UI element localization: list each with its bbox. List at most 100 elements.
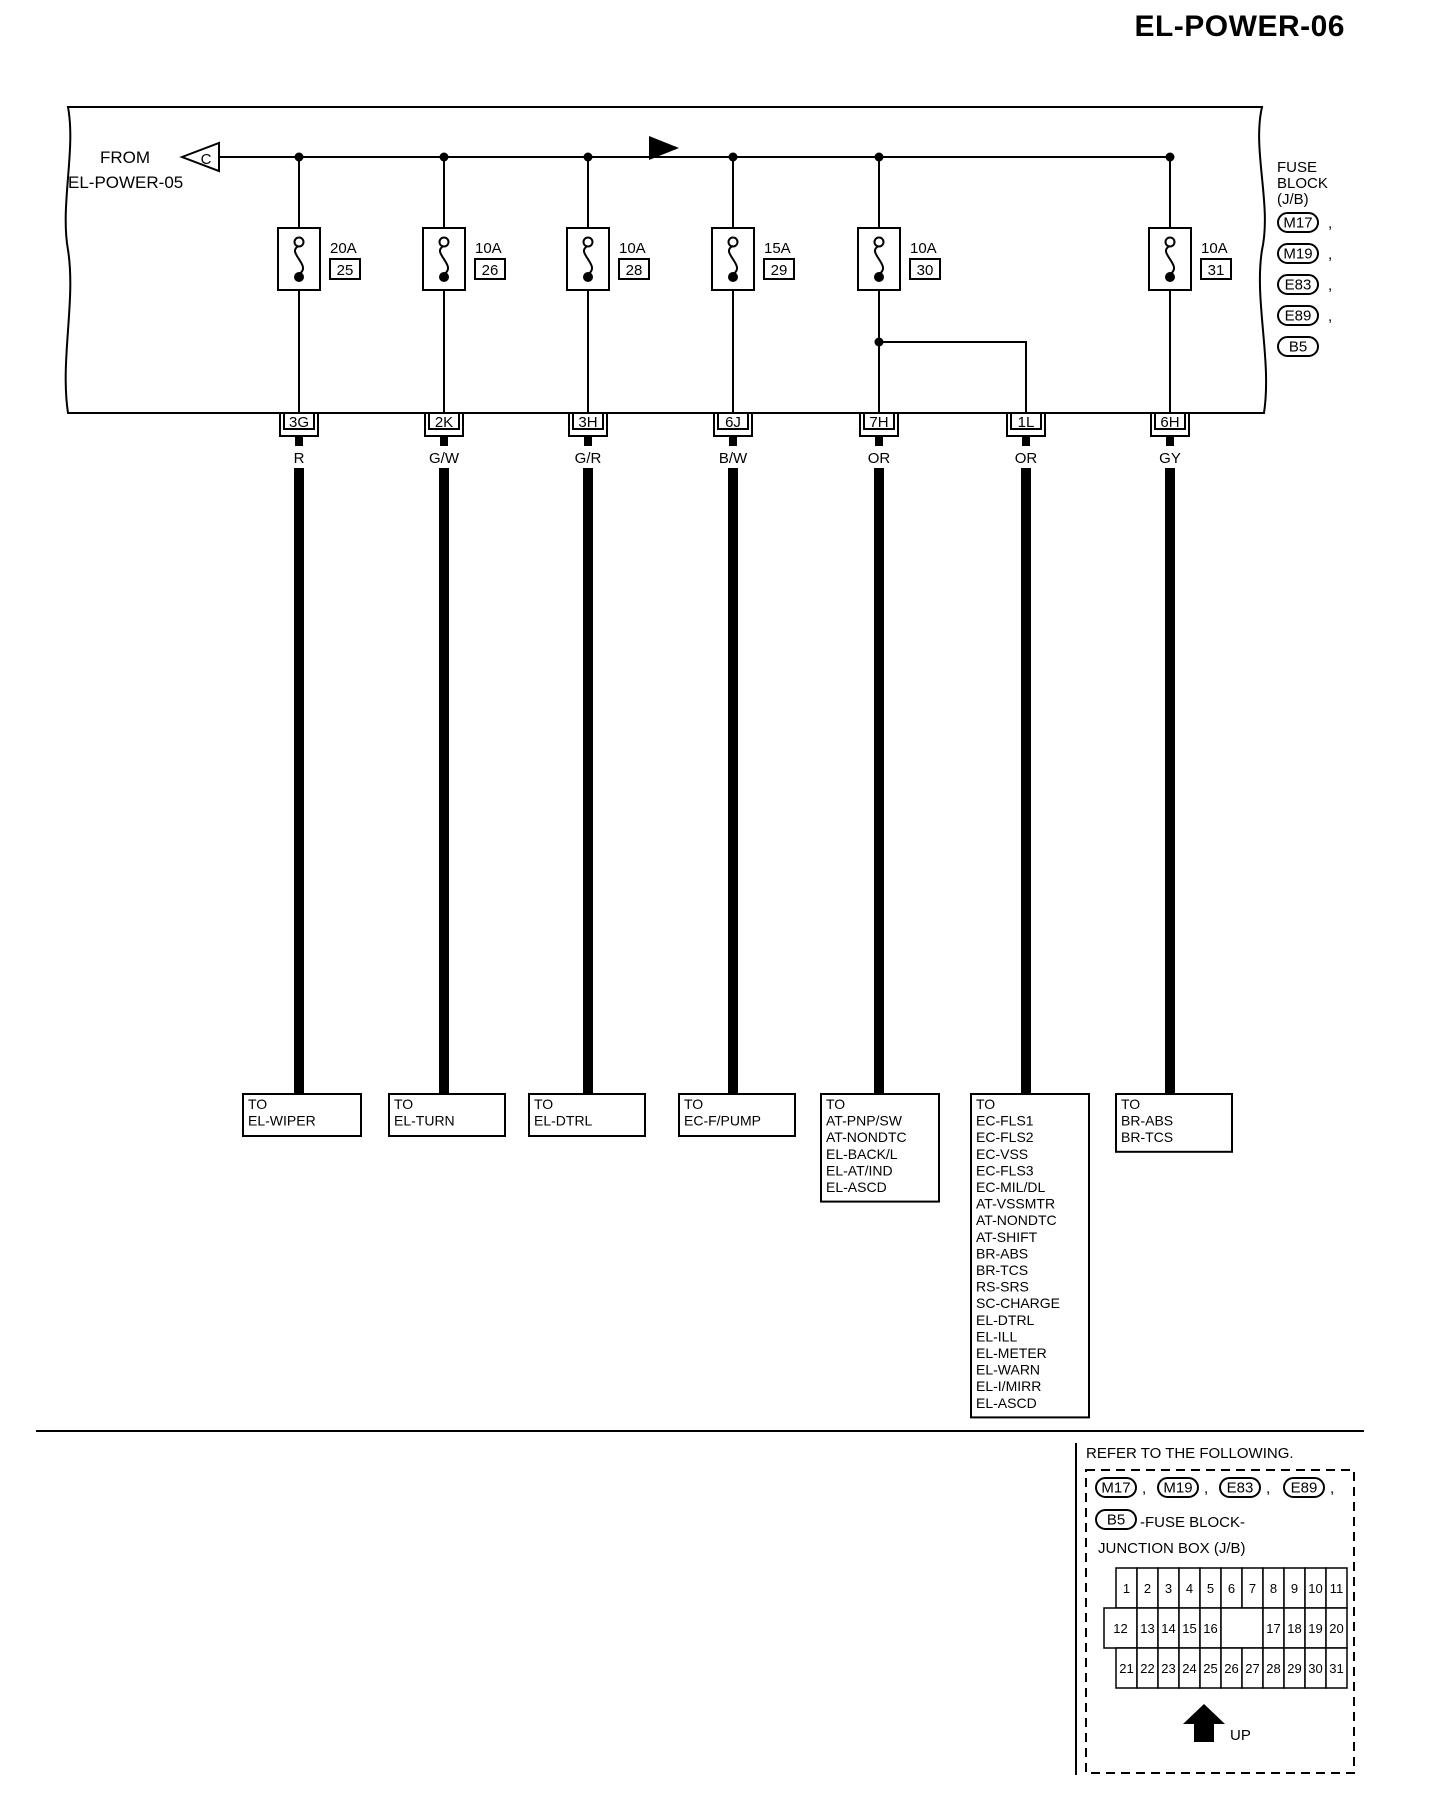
grid-cell-number: 11 [1330,1581,1344,1596]
connector-separator: , [1266,1480,1270,1497]
wire-color: R [294,450,305,467]
grid-cell-8: 8 [1262,1567,1285,1609]
grid-cell-2: 2 [1136,1567,1159,1609]
grid-cell-number: 21 [1119,1661,1133,1676]
wire-color: OR [868,450,891,467]
grid-cell-30: 30 [1304,1647,1327,1689]
destinations-group: TOEL-WIPERTOEL-TURNTOEL-DTRLTOEC-F/PUMPT… [242,1093,1233,1419]
destination-link[interactable]: AT-NONDTC [976,1212,1057,1228]
reference-connector-b5: B5 [1095,1509,1137,1530]
grid-cell-28: 28 [1262,1647,1285,1689]
fuse-element-icon [293,236,305,248]
grid-cell-number: 1 [1123,1581,1130,1596]
destination-link[interactable]: EL-ASCD [826,1179,887,1195]
grid-cell-number: 28 [1266,1661,1280,1676]
destination-link[interactable]: BR-ABS [1121,1113,1173,1129]
destination-link[interactable]: EC-VSS [976,1146,1028,1162]
reference-description-2: JUNCTION BOX (J/B) [1098,1540,1246,1557]
fuse-block-connectors: M17,M19,E83,E89,B5 [1277,212,1332,357]
destination-link[interactable]: EL-ILL [976,1328,1017,1344]
fuse-number: 26 [482,262,499,279]
grid-cell-6: 6 [1220,1567,1243,1609]
destination-link[interactable]: EC-FLS3 [976,1162,1034,1178]
destination-link[interactable]: BR-TCS [976,1262,1028,1278]
destination-link[interactable]: AT-NONDTC [826,1129,907,1145]
destination-link[interactable]: BR-TCS [1121,1129,1173,1145]
grid-cell-number: 18 [1287,1621,1301,1636]
reference-connector-e89-text: E89 [1291,1480,1318,1497]
fuse-block-label: FUSE BLOCK (J/B) [1277,159,1328,208]
grid-cell-7: 7 [1241,1567,1264,1609]
destination-link[interactable]: EL-WIPER [248,1113,316,1129]
grid-cell-9: 9 [1283,1567,1306,1609]
connector-separator: , [1142,1480,1146,1497]
destination-link[interactable]: EL-ASCD [976,1395,1037,1411]
destination-link[interactable]: AT-SHIFT [976,1229,1038,1245]
grid-cell-number: 30 [1308,1661,1322,1676]
from-page-link[interactable]: EL-POWER-05 [68,173,183,192]
grid-cell-number: 19 [1308,1621,1322,1636]
destination-link[interactable]: EC-F/PUMP [684,1113,761,1129]
fuse-element-icon [1164,236,1176,248]
fuse-number: 30 [917,262,934,279]
destination-link[interactable]: EC-FLS2 [976,1129,1034,1145]
grid-cell-number: 17 [1266,1621,1280,1636]
fuse-rating: 15A [764,240,791,257]
destination-link[interactable]: EL-TURN [394,1113,455,1129]
destination-link[interactable]: EL-DTRL [534,1113,593,1129]
grid-cell-number: 31 [1329,1661,1343,1676]
grid-cell-number: 2 [1144,1581,1151,1596]
destination-link[interactable]: AT-PNP/SW [826,1113,903,1129]
fuse-block-connector-b5: B5 [1277,336,1319,357]
grid-cell-24: 24 [1178,1647,1201,1689]
svg-text:(J/B): (J/B) [1277,191,1309,208]
terminal-7h: 7H OR [859,412,899,1094]
destination-link[interactable]: BR-ABS [976,1245,1028,1261]
grid-cell-number: 26 [1224,1661,1238,1676]
destination-link[interactable]: SC-CHARGE [976,1295,1060,1311]
connector-separator: , [1204,1480,1208,1497]
destination-to: TO [826,1096,845,1112]
grid-cell-3: 3 [1157,1567,1180,1609]
grid-cell-18: 18 [1283,1607,1306,1649]
terminal-id: 3G [289,414,309,431]
terminal-id: 7H [869,414,888,431]
destination-to: TO [248,1096,267,1112]
destination-link[interactable]: EL-METER [976,1345,1047,1361]
fuse-element-icon [727,236,739,248]
grid-cell-31: 31 [1325,1647,1348,1689]
destination-link[interactable]: RS-SRS [976,1279,1029,1295]
destination-link[interactable]: EC-FLS1 [976,1113,1034,1129]
grid-cell-23: 23 [1157,1647,1180,1689]
terminal-3h: 3HG/R [568,412,608,1094]
grid-cell-number: 10 [1308,1581,1322,1596]
destination-link[interactable]: EL-AT/IND [826,1162,893,1178]
destination-link[interactable]: EL-DTRL [976,1312,1035,1328]
connector-separator: , [1328,277,1332,294]
destination-link[interactable]: EL-BACK/L [826,1146,898,1162]
grid-cell-15: 15 [1178,1607,1201,1649]
terminal-6j: 6JB/W [713,412,753,1094]
destination-link[interactable]: EL-WARN [976,1362,1040,1378]
destination-link[interactable]: EC-MIL/DL [976,1179,1045,1195]
destination-link[interactable]: AT-VSSMTR [976,1196,1055,1212]
terminal-id: 1L [1018,414,1035,431]
fuse-block-connector-e83: E83 [1277,274,1319,295]
grid-cell-10: 10 [1304,1567,1327,1609]
destination-link[interactable]: EL-I/MIRR [976,1378,1041,1394]
grid-cell-number: 15 [1182,1621,1196,1636]
terminal-id: 6J [725,414,741,431]
grid-cell-12: 12 [1103,1607,1138,1649]
grid-cell-25: 25 [1199,1647,1222,1689]
from-label: FROM [100,148,150,167]
grid-cell-27: 27 [1241,1647,1264,1689]
